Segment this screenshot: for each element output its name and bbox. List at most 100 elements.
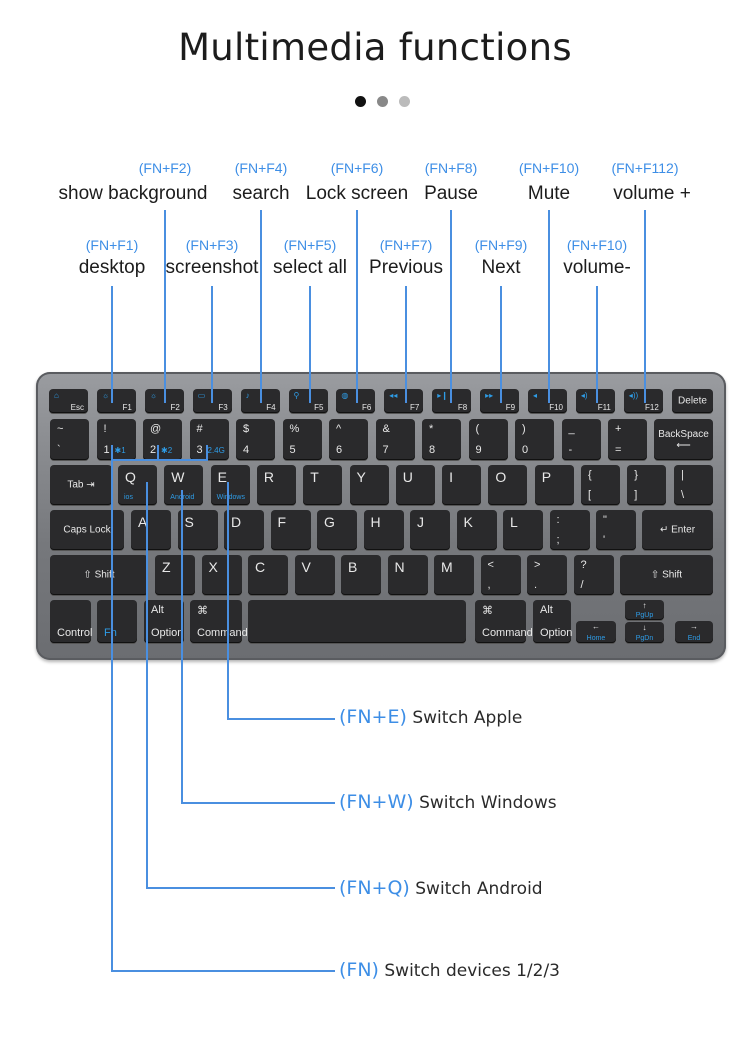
key: C [248, 555, 288, 595]
key: "' [596, 510, 636, 550]
key-center-label: → [690, 622, 698, 631]
key-bottom-label: 2 [150, 444, 157, 456]
key: F [270, 510, 311, 550]
key-top-label: E [217, 469, 227, 485]
callout-line [111, 286, 113, 403]
key-bottom-label: 0 [522, 444, 529, 456]
key: BackSpace ⟵ [654, 419, 713, 460]
key-bottom-label: F4 [266, 403, 276, 412]
key: |\ [674, 465, 713, 505]
key-bottom-label: - [568, 444, 573, 456]
volume-down-icon: ◂) [580, 391, 588, 400]
key-sub-label: PgUp [635, 612, 654, 619]
key-bottom-label: F10 [549, 403, 563, 412]
key: F10◂ [528, 389, 567, 413]
key: Tab ⇥ [50, 465, 112, 505]
previous-icon: ◂◂ [389, 391, 398, 400]
key-top-label: S [184, 514, 194, 530]
key-top-label: W [171, 469, 185, 485]
key-bottom-label: F7 [409, 403, 420, 412]
key: R [256, 465, 296, 505]
key-top-label: N [394, 559, 405, 575]
key: *8 [422, 419, 461, 460]
key-top-label: P [541, 469, 552, 485]
callout-line [146, 887, 335, 889]
key-bottom-label: F1 [122, 403, 132, 412]
key: (9 [468, 419, 508, 460]
key-top-label: U [402, 469, 413, 485]
key-bottom-label: Command [482, 627, 533, 639]
key-bottom-label: [ [588, 489, 592, 501]
key-center-label: BackSpace ⟵ [658, 428, 709, 451]
key: A [131, 510, 171, 550]
key-top-label: ^ [336, 423, 342, 435]
key-top-label: ⌘ [482, 605, 493, 617]
key-sub-label: ✱2 [161, 446, 173, 455]
annotation-combo: (FN+F1) [85, 237, 139, 253]
key-top-label: } [634, 469, 638, 481]
annotation-combo: (FN+W) [339, 791, 414, 813]
bottom-annotation: (FN) Switch devices 1/2/3 [339, 959, 560, 981]
key-top-label: + [615, 423, 622, 435]
desktop-icon: ☼ [101, 391, 110, 400]
annotation-combo: (FN+F10) [566, 237, 628, 253]
annotation-combo: (FN+F4) [234, 160, 288, 176]
annotation-label: screenshot [165, 257, 259, 278]
key-bottom-label: F11 [597, 403, 611, 412]
annotation-label: search [232, 183, 290, 204]
bottom-annotation: (FN+Q) Switch Android [339, 877, 543, 899]
key: P [534, 465, 574, 505]
key-top-label: M [441, 559, 453, 575]
annotation-combo: (FN+F3) [185, 237, 239, 253]
key-top-label: ) [522, 423, 526, 435]
key: ⇧ Shift [620, 555, 713, 595]
pager-dot [399, 96, 410, 107]
key: Y [349, 465, 389, 505]
callout-line [227, 482, 229, 720]
annotation-combo: (FN+F112) [611, 160, 679, 176]
key-top-label: Q [125, 469, 136, 485]
key-center-label: ⇧ Shift [83, 569, 115, 581]
key-top-label: B [348, 559, 358, 575]
key: >. [527, 555, 567, 595]
key-center-label: ↵ Enter [659, 524, 696, 536]
key-sub-label: Windows [216, 494, 245, 501]
key-top-label: ( [475, 423, 480, 435]
annotation-combo: (FN+F8) [424, 160, 478, 176]
annotation-combo: (FN+F9) [474, 237, 528, 253]
key-bottom-label: = [615, 444, 622, 456]
key-top-label: Alt [540, 604, 553, 616]
key-bottom-label: 8 [429, 444, 436, 456]
annotation-label: Next [481, 257, 521, 278]
key-bottom-label: 4 [243, 444, 250, 456]
key-sub-label: 2.4G [207, 446, 225, 455]
key: Control [50, 600, 92, 643]
key: ~` [50, 419, 89, 460]
annotation-label: show background [58, 183, 208, 204]
annotation-label: Switch Apple [412, 708, 523, 728]
key-bottom-label: 3 [196, 444, 203, 456]
page-title: Multimedia functions [178, 26, 572, 69]
annotation-label: Mute [527, 183, 571, 204]
annotation-label: desktop [78, 257, 146, 278]
callout-line [260, 210, 262, 403]
key: %5 [282, 419, 322, 460]
callout-line [157, 445, 159, 460]
key-bottom-label: Fn [104, 627, 117, 639]
volume-up-icon: ◂)) [628, 391, 639, 400]
key: F9▸▸ [480, 389, 520, 413]
play-pause-icon: ▸❙❙ [437, 391, 455, 400]
callout-line [596, 286, 598, 403]
key-bottom-label: F6 [362, 403, 372, 412]
callout-line [548, 210, 550, 403]
annotation-label: Switch Windows [419, 793, 557, 813]
key: ⌘Command [190, 600, 248, 643]
key: F7 ◂◂ [384, 389, 424, 413]
key: N [387, 555, 428, 595]
key: ^6 [329, 419, 368, 460]
key-top-label: ! [103, 423, 107, 435]
key-bottom-label: 5 [289, 444, 296, 456]
callout-line [644, 210, 646, 403]
key: U [395, 465, 435, 505]
